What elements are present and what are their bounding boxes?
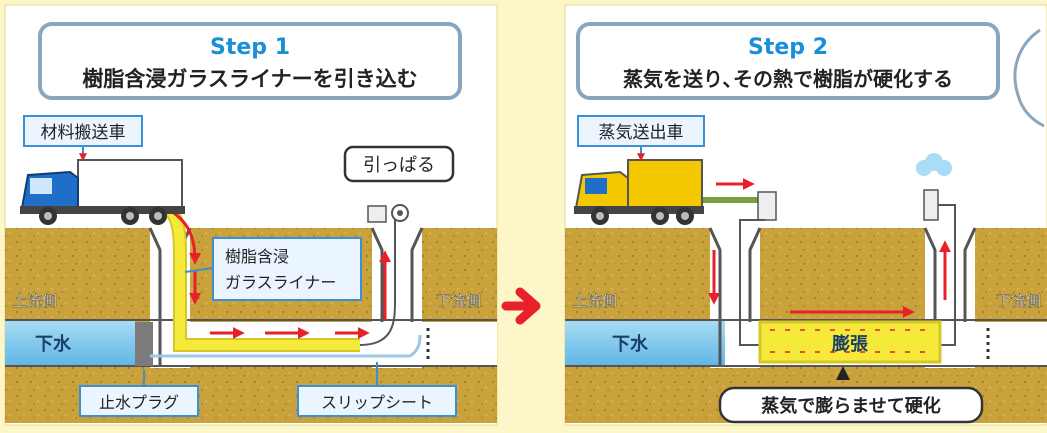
step1-title: 樹脂含浸ガラスライナーを引き込む bbox=[82, 67, 417, 91]
step2-panel: Step 2 蒸気を送り､その熱で樹脂が硬化する 蒸気送出車 上流側 下流側 下… bbox=[564, 4, 1047, 426]
step1-panel: Step 1 樹脂含浸ガラスライナーを引き込む 材料搬送車 引っぱる 樹脂含浸 … bbox=[4, 4, 498, 426]
step1-downstream-label: 下流側 bbox=[436, 292, 481, 310]
liner-label-line1: 樹脂含浸 bbox=[225, 247, 289, 266]
step1-sewage-water bbox=[5, 320, 135, 366]
truck-icon bbox=[20, 159, 185, 225]
plug-label: 止水プラグ bbox=[99, 393, 179, 412]
step2-downstream-label: 下流側 bbox=[996, 292, 1041, 310]
step2-truck-label: 蒸気送出車 bbox=[599, 123, 684, 143]
next-step-arrow-icon bbox=[501, 287, 541, 325]
step2-title-box bbox=[576, 22, 1000, 100]
step1-truck-label: 材料搬送車 bbox=[41, 123, 126, 143]
winch-icon bbox=[367, 205, 387, 223]
step2-sewage-water bbox=[565, 320, 725, 366]
liner-label-line2: ガラスライナー bbox=[225, 273, 336, 292]
step2-step-label: Step 2 bbox=[748, 35, 828, 60]
step1-title-box bbox=[38, 22, 462, 100]
expanded-liner bbox=[758, 320, 942, 364]
pull-label: 引っぱる bbox=[363, 155, 435, 176]
steam-truck-icon bbox=[574, 159, 704, 225]
step3-title-box-edge bbox=[1013, 28, 1045, 128]
step1-upstream-label: 上流側 bbox=[12, 292, 57, 310]
step2-title: 蒸気を送り､その熱で樹脂が硬化する bbox=[623, 67, 953, 91]
slip-sheet-label: スリップシート bbox=[321, 393, 433, 412]
steam-cloud-icon bbox=[916, 153, 952, 176]
cure-label: 蒸気で膨らませて硬化 bbox=[761, 395, 940, 417]
step2-upstream-label: 上流側 bbox=[572, 292, 617, 310]
step2-sewage-label: 下水 bbox=[612, 333, 649, 355]
expand-label: 膨張 bbox=[831, 333, 869, 355]
water-stop-plug bbox=[135, 322, 153, 366]
step1-sewage-label: 下水 bbox=[35, 333, 72, 355]
step1-step-label: Step 1 bbox=[210, 35, 290, 60]
